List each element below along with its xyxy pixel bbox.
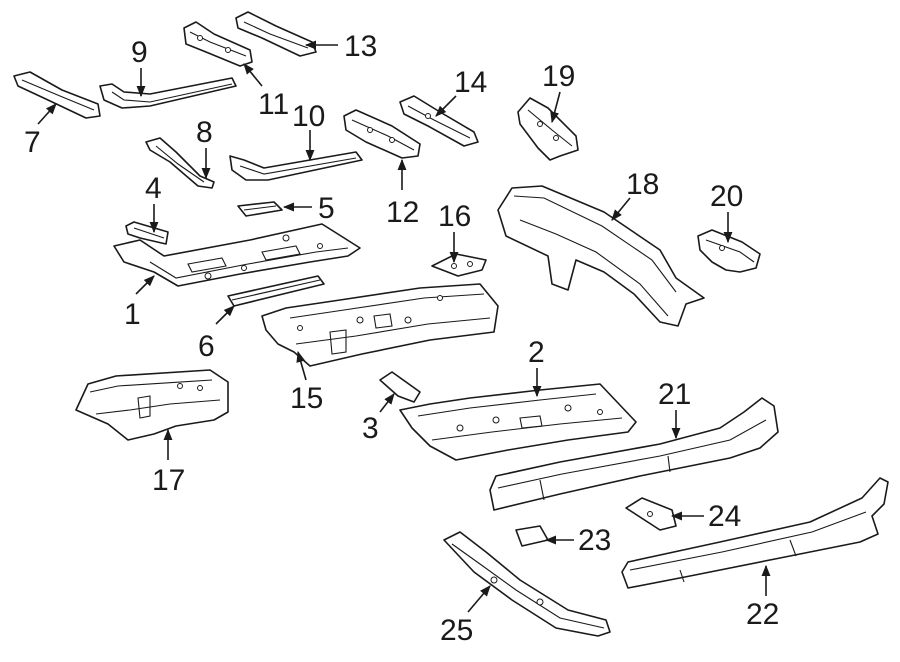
callout-18: 18 xyxy=(626,168,659,201)
part-4 xyxy=(125,221,169,245)
part-3 xyxy=(379,371,421,403)
part-20 xyxy=(697,229,761,273)
callout-9: 9 xyxy=(131,36,148,69)
callout-20: 20 xyxy=(710,180,743,213)
callout-1: 1 xyxy=(124,298,141,331)
callout-2: 2 xyxy=(528,336,545,369)
part-17 xyxy=(75,369,229,441)
part-24 xyxy=(625,497,677,531)
callout-11: 11 xyxy=(258,88,289,121)
callout-8: 8 xyxy=(196,116,213,149)
leader-lines xyxy=(37,40,771,613)
part-2 xyxy=(399,383,637,461)
callout-10: 10 xyxy=(292,100,325,133)
callout-19: 19 xyxy=(542,60,575,93)
part-11 xyxy=(183,21,253,67)
part-21 xyxy=(489,397,779,511)
callout-labels: 1 2 3 4 5 6 7 8 9 10 11 12 13 14 15 16 1… xyxy=(24,30,779,647)
part-9 xyxy=(99,77,237,109)
callout-4: 4 xyxy=(145,172,162,205)
callout-16: 16 xyxy=(438,200,471,233)
callout-22: 22 xyxy=(746,598,779,631)
part-23 xyxy=(515,525,549,547)
part-25 xyxy=(443,531,611,637)
part-8 xyxy=(145,137,215,189)
callout-17: 17 xyxy=(152,464,185,497)
callout-15: 15 xyxy=(290,382,323,415)
callout-12: 12 xyxy=(386,196,419,229)
part-13 xyxy=(235,11,317,57)
callout-6: 6 xyxy=(198,330,215,363)
callout-21: 21 xyxy=(658,378,691,411)
part-7 xyxy=(13,71,101,119)
part-5 xyxy=(237,201,283,217)
callout-5: 5 xyxy=(318,192,335,225)
part-6 xyxy=(227,275,325,307)
part-19 xyxy=(517,97,579,161)
part-16 xyxy=(431,253,487,277)
callout-24: 24 xyxy=(708,500,741,533)
part-15 xyxy=(261,283,499,367)
part-1 xyxy=(113,223,361,287)
callout-25: 25 xyxy=(440,614,473,647)
part-10 xyxy=(229,151,363,181)
part-12 xyxy=(343,109,421,159)
callout-3: 3 xyxy=(362,412,379,445)
part-18 xyxy=(497,185,705,327)
part-14 xyxy=(399,95,479,147)
callout-14: 14 xyxy=(454,66,487,99)
callout-23: 23 xyxy=(578,524,611,557)
part-22 xyxy=(621,477,889,589)
callout-13: 13 xyxy=(344,30,377,63)
callout-7: 7 xyxy=(24,126,41,159)
